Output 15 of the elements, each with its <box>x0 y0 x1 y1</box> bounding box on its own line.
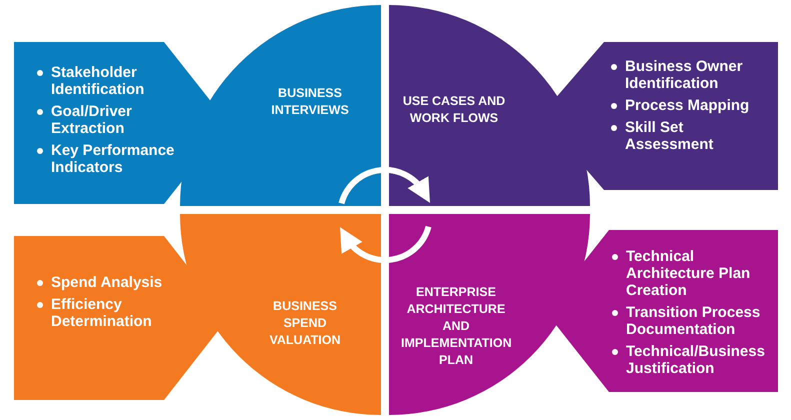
cycle-arrow <box>339 226 432 263</box>
segment-title: ENTERPRISE ARCHITECTURE AND IMPLEMENTATION PLAN <box>401 284 511 369</box>
bullet-item: Skill Set Assessment <box>610 119 775 153</box>
bullet-item: Technical/Business Justification <box>611 343 776 377</box>
bullet-item: Business Owner Identification <box>610 58 775 92</box>
bullet-item: Process Mapping <box>610 97 775 114</box>
segment-title: BUSINESS INTERVIEWS <box>270 85 350 119</box>
segment-title: USE CASES AND WORK FLOWS <box>402 93 506 127</box>
bullet-item: Stakeholder Identification <box>36 64 196 98</box>
cycle-arrow <box>338 167 431 204</box>
bullet-item: Goal/Driver Extraction <box>36 103 196 137</box>
bullet-item: Transition Process Documentation <box>611 304 776 338</box>
bullet-item: Technical Architecture Plan Creation <box>611 248 776 299</box>
segment-title: BUSINESS SPEND VALUATION <box>268 298 342 349</box>
bullet-item: Efficiency Determination <box>36 296 206 330</box>
